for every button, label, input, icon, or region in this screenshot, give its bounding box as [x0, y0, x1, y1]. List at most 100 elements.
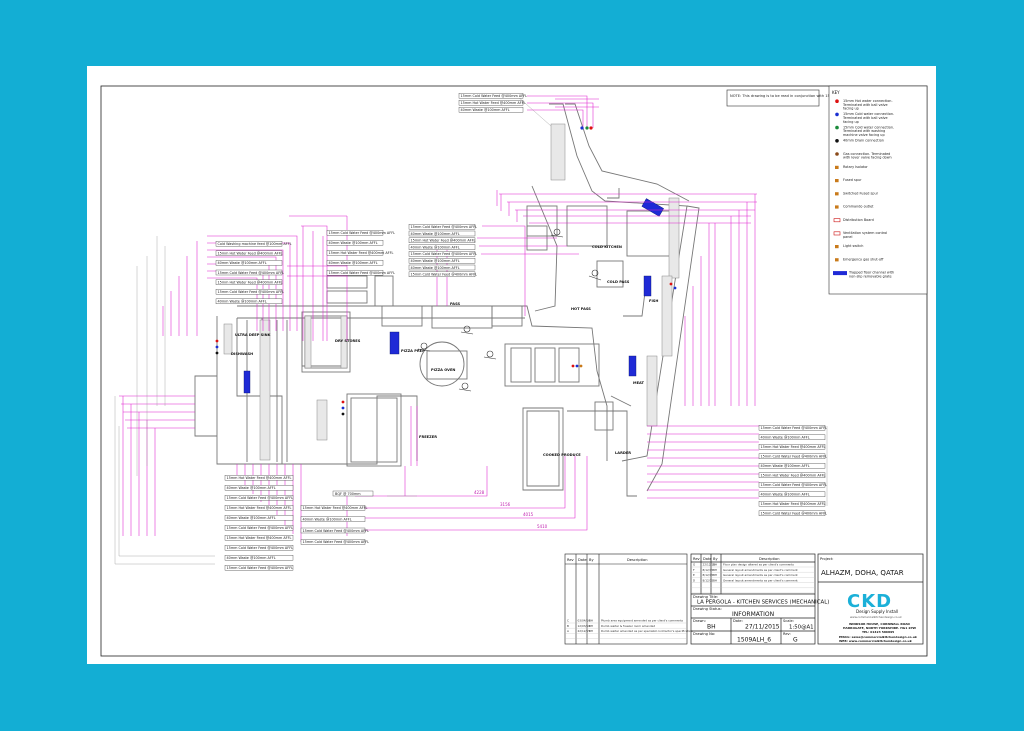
service-label: 15mm Cold Water Feed @400mm AFFL — [408, 223, 477, 230]
svg-text:General layout amendments as p: General layout amendments as per client'… — [723, 578, 798, 582]
service-label: 15mm Cold Water Feed @400mm AFFL — [458, 93, 527, 99]
svg-text:15mm Cold Water Feed @400mm AF: 15mm Cold Water Feed @400mm AFFL — [227, 526, 294, 530]
svg-text:4015: 4015 — [523, 512, 534, 517]
svg-text:22/12/15: 22/12/15 — [703, 563, 716, 567]
svg-text:40mm Waste @100mm AFFL: 40mm Waste @100mm AFFL — [411, 232, 460, 236]
service-label: 15mm Hot Water Feed @400mm AFFL — [300, 505, 368, 511]
svg-text:BH: BH — [713, 573, 717, 577]
black-dot-icon — [835, 139, 839, 143]
svg-text:15mm Cold Water Feed @400mm AF: 15mm Cold Water Feed @400mm AFFL — [761, 483, 828, 487]
svg-text:Drawing Title:: Drawing Title: — [693, 595, 718, 599]
service-label: 15mm Hot Water Feed @400mm AFFL — [758, 444, 826, 450]
drawing-number: 1509ALH_6 — [737, 637, 771, 644]
svg-text:Project:: Project: — [820, 557, 834, 561]
svg-text:D: D — [693, 578, 695, 582]
svg-text:15mm Cold Water Feed @400mm AF: 15mm Cold Water Feed @400mm AFFL — [303, 529, 370, 533]
svg-text:Description: Description — [759, 557, 779, 561]
ckd-logo: CKD — [847, 591, 892, 612]
svg-text:General layout amendments as p: General layout amendments as per client'… — [723, 568, 798, 572]
svg-text:15mm Cold Water Feed @400mm AF: 15mm Cold Water Feed @400mm AFFL — [411, 273, 478, 277]
svg-text:8/12/15: 8/12/15 — [703, 573, 714, 577]
svg-text:40mm Waste @100mm AFFL: 40mm Waste @100mm AFFL — [227, 516, 276, 520]
service-label: 40mm Waste @100mm AFFL — [326, 259, 384, 266]
drawing-scale: 1:50@A1 — [789, 625, 814, 631]
svg-text:A: A — [567, 629, 569, 633]
svg-text:40mm Waste @100mm AFFL: 40mm Waste @100mm AFFL — [218, 300, 267, 304]
svg-text:www.commercialkitchendesign.co: www.commercialkitchendesign.co.uk — [850, 615, 902, 619]
svg-text:8/12/15: 8/12/15 — [703, 578, 714, 582]
svg-text:15mm Hot Water Feed @400mm AFF: 15mm Hot Water Feed @400mm AFFL — [761, 445, 826, 449]
service-label: 15mm Cold Water Feed @400mm AFFL — [408, 271, 478, 278]
svg-text:Dumb waiter amended as per spe: Dumb waiter amended as per specialist co… — [601, 629, 693, 633]
key-item-isolator: Rotary Isolator — [835, 165, 868, 169]
leader-lines — [114, 95, 828, 565]
svg-text:Gas connection. Terminated: Gas connection. Terminated — [843, 152, 890, 156]
rev-left-headers: Rev Date By Description — [567, 558, 647, 562]
service-label: 40mm Waste @100mm AFFL — [326, 239, 384, 246]
svg-text:15mm Hot Water Feed @400mm AFF: 15mm Hot Water Feed @400mm AFFL — [218, 280, 283, 284]
svg-text:HARROGATE, NORTH YORKSHIRE. HG: HARROGATE, NORTH YORKSHIRE. HG1 2PW — [843, 626, 917, 630]
svg-text:40mm Waste @100mm AFFL: 40mm Waste @100mm AFFL — [218, 261, 267, 265]
svg-text:5410: 5410 — [537, 524, 548, 529]
svg-text:40mm Waste @100mm AFFL: 40mm Waste @100mm AFFL — [411, 266, 460, 270]
service-label: 40mm Waste @100mm AFFL — [758, 463, 826, 469]
svg-text:Rev: Rev — [567, 558, 575, 562]
service-label: 15mm Cold Water Feed @400mm AFFL — [758, 425, 828, 431]
key-item-switched-spur: Switched Fused spur — [835, 191, 879, 196]
svg-text:Cold Washing machine feed @100: Cold Washing machine feed @100mm AFFL — [218, 242, 292, 246]
service-label: 15mm Hot Water Feed @400mm AFFL — [458, 100, 526, 106]
svg-text:22/12/15: 22/12/15 — [578, 629, 591, 633]
service-label: 15mm Hot Water Feed @400mm AFFL — [224, 535, 294, 541]
service-label: 15mm Cold Water Feed @400mm AFFL — [758, 453, 828, 459]
svg-text:40mm Waste @100mm AFFL: 40mm Waste @100mm AFFL — [303, 517, 352, 521]
svg-text:15mm Cold Water Feed @400mm AF: 15mm Cold Water Feed @400mm AFFL — [761, 426, 828, 430]
service-pipes — [119, 95, 759, 542]
svg-text:40mm Waste @100mm AFFL: 40mm Waste @100mm AFFL — [227, 486, 276, 490]
svg-text:Distribution Board: Distribution Board — [843, 218, 874, 222]
svg-text:15mm Cold Water Feed @400mm AF: 15mm Cold Water Feed @400mm AFFL — [227, 566, 294, 570]
room-cold-kitchen: COLD KITCHEN — [592, 245, 622, 249]
svg-text:BH: BH — [713, 578, 717, 582]
svg-text:15mm Hot Water Feed @400mm AFF: 15mm Hot Water Feed @400mm AFFL — [461, 101, 526, 105]
room-dishwash: DISHWASH — [231, 352, 253, 356]
svg-text:15mm Cold water connection.: 15mm Cold water connection. — [843, 125, 894, 129]
svg-text:BH: BH — [589, 619, 593, 623]
service-label: 15mm Cold Water Feed @400mm AFFL — [300, 527, 370, 534]
spur-icon — [835, 179, 839, 183]
drawn-by: BH — [707, 624, 716, 631]
svg-text:facing up: facing up — [843, 120, 859, 124]
svg-text:15mm Cold Water Feed @400mm AF: 15mm Cold Water Feed @400mm AFFL — [761, 455, 828, 459]
building-walls — [194, 103, 700, 497]
key-item-gas-shutoff: Emergency gas shut-off — [835, 257, 884, 262]
svg-text:Commando outlet: Commando outlet — [843, 205, 874, 209]
svg-text:40mm Waste @100mm AFFL: 40mm Waste @100mm AFFL — [761, 436, 810, 440]
svg-text:3156: 3156 — [500, 502, 511, 507]
room-pizza-oven: PIZZA OVEN — [431, 368, 455, 372]
company-tagline: Design Supply Install — [856, 609, 898, 614]
svg-text:40mm Waste @100mm AFFL: 40mm Waste @100mm AFFL — [461, 108, 510, 112]
svg-text:12/03/16: 12/03/16 — [578, 624, 591, 628]
svg-text:Drawing Status:: Drawing Status: — [693, 607, 722, 611]
drawing-date: 27/11/2015 — [745, 624, 780, 631]
room-hot-pass: HOT PASS — [571, 307, 591, 311]
svg-text:15mm Hot Water Feed @400mm AFF: 15mm Hot Water Feed @400mm AFFL — [411, 239, 476, 243]
service-label: 15mm Hot Water Feed @400mm AFFL — [326, 249, 394, 256]
svg-text:40mm Waste @100mm AFFL: 40mm Waste @100mm AFFL — [411, 245, 460, 249]
room-meat: MEAT — [633, 381, 645, 385]
bqf-label: BQF @ 700mm — [332, 490, 374, 497]
title-block — [690, 553, 924, 645]
key-item-green-dot: 15mm Cold water connection.Terminated wi… — [835, 125, 894, 137]
service-label: 40mm Waste @100mm AFFL — [408, 244, 476, 250]
room-pass: PASS — [450, 302, 461, 306]
room-fish: FISH — [649, 299, 658, 303]
svg-text:15mm Cold Water Feed @400mm AF: 15mm Cold Water Feed @400mm AFFL — [303, 540, 370, 544]
svg-text:15mm Hot Water Feed @400mm AFF: 15mm Hot Water Feed @400mm AFFL — [227, 476, 292, 480]
svg-text:Date:: Date: — [733, 619, 743, 623]
svg-text:15mm Cold Water Feed @400mm AF: 15mm Cold Water Feed @400mm AFFL — [218, 290, 285, 294]
svg-text:4228: 4228 — [474, 490, 485, 495]
